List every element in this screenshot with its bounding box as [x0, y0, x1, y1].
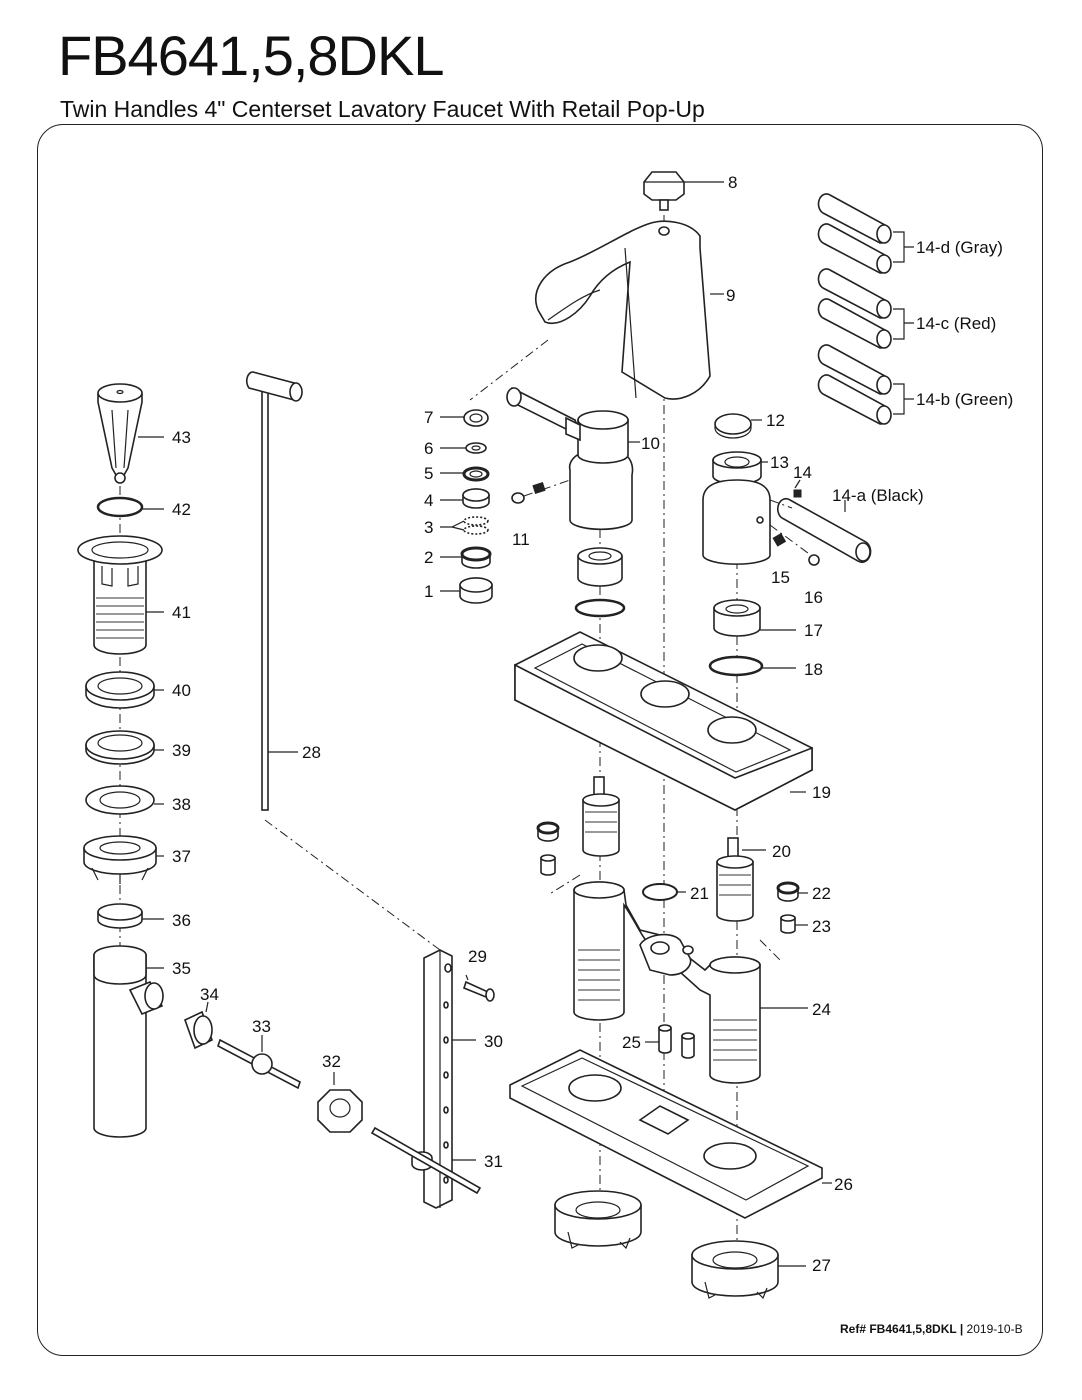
callout-12: 12	[766, 411, 785, 430]
callout-19: 19	[812, 783, 831, 802]
part-19-escutcheon	[514, 631, 813, 811]
callout-10: 10	[641, 434, 660, 453]
callout-9: 9	[726, 286, 735, 305]
part-35-tailpiece	[93, 945, 164, 1138]
parts-15-16-screws	[769, 524, 820, 566]
callout-30: 30	[484, 1032, 503, 1051]
part-27-mount-nuts	[554, 1190, 806, 1300]
part-12-cap	[714, 413, 762, 439]
part-41-drain-body	[77, 535, 164, 655]
left-cartridge	[582, 776, 620, 857]
callout-11: 11	[512, 530, 530, 549]
callout-4: 4	[424, 491, 433, 510]
callout-2: 2	[424, 548, 433, 567]
part-9-spout	[535, 220, 724, 400]
part-29-screw	[463, 974, 495, 1002]
callout-15: 15	[771, 568, 790, 587]
callout-14a: 14-a (Black)	[832, 486, 924, 505]
part-25-studs	[645, 1024, 695, 1059]
callout-40: 40	[172, 681, 191, 700]
part-23-spring	[780, 914, 808, 934]
callout-42: 42	[172, 500, 191, 519]
callout-16: 16	[804, 588, 823, 607]
part-20-cartridge	[716, 837, 766, 922]
callout-7: 7	[424, 408, 433, 427]
callout-6: 6	[424, 439, 433, 458]
callout-1: 1	[424, 582, 433, 601]
reference-footer: Ref# FB4641,5,8DKL | 2019-10-B	[840, 1322, 1023, 1336]
callout-13: 13	[770, 453, 789, 472]
callout-18: 18	[804, 660, 823, 679]
callout-43: 43	[172, 428, 191, 447]
part-22-seat	[776, 881, 808, 902]
callout-32: 32	[322, 1052, 341, 1071]
part-28-lift-rod	[246, 371, 303, 811]
callout-14d: 14-d (Gray)	[916, 238, 1003, 257]
part-8-aerator	[643, 171, 724, 211]
part-14-inserts	[817, 193, 914, 425]
part-38-washer	[85, 785, 164, 815]
callout-37: 37	[172, 847, 191, 866]
parts-1-to-7-stack	[440, 409, 493, 604]
part-21-oring	[642, 883, 686, 901]
callout-31: 31	[484, 1152, 503, 1171]
part-30-clevis-strap	[423, 949, 476, 1209]
callout-29: 29	[468, 947, 487, 966]
ref-revision: 2019-10-B	[966, 1322, 1023, 1336]
left-seat-spring	[536, 821, 560, 876]
ref-separator: |	[959, 1322, 964, 1336]
callout-34: 34	[200, 985, 219, 1004]
ref-number: Ref# FB4641,5,8DKL	[840, 1322, 957, 1336]
diagram-frame	[37, 124, 1043, 1356]
callout-22: 22	[812, 884, 831, 903]
callout-14b: 14-b (Green)	[916, 390, 1013, 409]
part-32-pivot-nut	[317, 1072, 363, 1133]
callout-26: 26	[834, 1175, 853, 1194]
callout-27: 27	[812, 1256, 831, 1275]
part-42-gasket	[96, 496, 164, 518]
part-26-base-plate	[509, 1049, 832, 1219]
callout-20: 20	[772, 842, 791, 861]
callout-14c: 14-c (Red)	[916, 314, 996, 333]
callout-25: 25	[622, 1033, 641, 1052]
part-34-pivot-ball	[184, 1001, 213, 1050]
part-43-stopper	[97, 383, 164, 484]
callout-35: 35	[172, 959, 191, 978]
callout-24: 24	[812, 1000, 831, 1019]
part-11-set-screw	[511, 479, 571, 504]
part-13-hub	[702, 451, 771, 565]
part-36-gasket	[97, 903, 164, 929]
left-bonnet-nut	[574, 547, 626, 618]
callout-8: 8	[728, 173, 737, 192]
callout-33: 33	[252, 1017, 271, 1036]
part-10-left-handle	[506, 386, 640, 531]
part-39-gasket	[85, 730, 164, 765]
callout-36: 36	[172, 911, 191, 930]
callout-23: 23	[812, 917, 831, 936]
part-33-pivot-rod	[217, 1035, 301, 1090]
callout-39: 39	[172, 741, 191, 760]
part-31-spring-clip	[370, 1126, 482, 1195]
callout-38: 38	[172, 795, 191, 814]
product-subtitle: Twin Handles 4" Centerset Lavatory Fauce…	[60, 96, 705, 122]
callout-41: 41	[172, 603, 191, 622]
callout-28: 28	[302, 743, 321, 762]
callout-17: 17	[804, 621, 823, 640]
model-number-title: FB4641,5,8DKL	[58, 24, 444, 87]
callout-3: 3	[424, 518, 433, 537]
callout-5: 5	[424, 464, 433, 483]
part-14-right-lever	[769, 479, 872, 564]
callout-21: 21	[690, 884, 709, 903]
part-17-right-bonnet-nut	[713, 599, 796, 637]
part-40-washer	[85, 671, 164, 709]
part-37-flange-nut	[83, 835, 164, 884]
callout-14: 14	[793, 463, 812, 482]
part-18-oring	[708, 655, 796, 677]
part-24-valve-body	[573, 881, 808, 1084]
callout-labels: 8 9 14-d (Gray) 14-c (Red) 14-b (Green) …	[172, 173, 1013, 1275]
